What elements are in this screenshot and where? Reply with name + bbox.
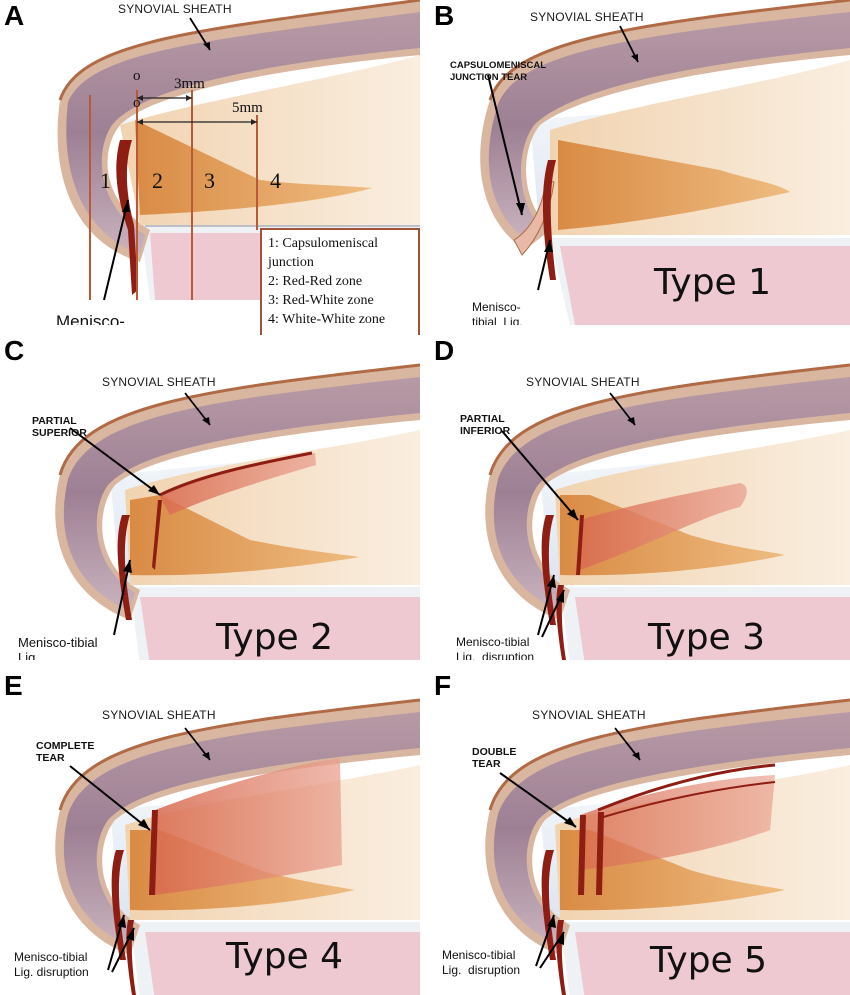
ligament-label: Menisco-tibial Lig. disruption (442, 948, 521, 977)
panel-f-illustration (485, 698, 850, 995)
ligament-label: Menisco-tibial Lig. disruption (456, 635, 535, 660)
zone-3-label: 3 (204, 168, 215, 193)
type-label: Type 3 (648, 617, 766, 658)
panel-letter: A (4, 0, 25, 31)
menisco-tibial-ligament (116, 140, 138, 295)
legend-item-1: 1: Capsulomeniscal (268, 236, 379, 251)
panel-b: B SYNOVIAL SHEATH CAPSULOMENISCAL JUNCTI… (430, 0, 850, 325)
type-label: Type 1 (654, 262, 772, 303)
zone-legend: 1: Capsulomeniscal junction 2: Red-Red z… (260, 228, 420, 344)
type-label: Type 4 (226, 936, 344, 977)
synovial-sheath-label: SYNOVIAL SHEATH (532, 708, 646, 722)
panel-b-illustration (480, 0, 850, 325)
tear-label: CAPSULOMENISCAL JUNCTION TEAR (450, 60, 547, 83)
synovial-sheath-label: SYNOVIAL SHEATH (530, 10, 644, 24)
capsule-synovial-sheath (57, 0, 420, 262)
legend-item-3: 3: Red-White zone (268, 293, 374, 308)
zone-2-label: 2 (152, 168, 163, 193)
type-label: Type 2 (216, 617, 334, 658)
tear-label: DOUBLE TEAR (472, 746, 517, 770)
panel-letter: D (434, 335, 455, 366)
dim-origin-1: o (133, 68, 141, 84)
synovial-sheath-label: SYNOVIAL SHEATH (118, 2, 232, 16)
dim-5mm: 5mm (232, 100, 263, 116)
panel-letter: E (4, 670, 23, 701)
panel-d: D SYNOVIAL SHEATH PARTIAL INFERIOR Menis… (430, 335, 850, 660)
ligament-label: Menisco-tibial Lig. (18, 635, 98, 660)
zone-4-label: 4 (270, 168, 281, 193)
synovial-sheath-label: SYNOVIAL SHEATH (102, 708, 216, 722)
ligament-label: Menisco- tibial Lig. (472, 300, 523, 325)
legend-item-2: 2: Red-Red zone (268, 274, 363, 289)
panel-c: C SYNOVIAL SHEATH PARTIAL SUPERIOR Menis… (0, 335, 420, 660)
ligament-label: Menisco-tibial Lig. disruption (14, 950, 89, 979)
tear-label: COMPLETE TEAR (36, 740, 95, 764)
legend-item-4: 4: White-White zone (268, 312, 386, 327)
panel-e: E SYNOVIAL SHEATH COMPLETE TEAR Menisco-… (0, 670, 420, 995)
panel-d-illustration (485, 363, 850, 660)
dim-origin-2: o (133, 95, 141, 111)
tear-label: PARTIAL SUPERIOR (32, 415, 87, 439)
synovial-sheath-label: SYNOVIAL SHEATH (526, 375, 640, 389)
panel-letter: F (434, 670, 452, 701)
panel-c-illustration (55, 363, 420, 660)
panel-letter: C (4, 335, 25, 366)
tear-label: PARTIAL INFERIOR (460, 413, 511, 437)
ligament-label: Menisco- tibial Lig. (56, 312, 125, 325)
dim-3mm: 3mm (174, 76, 205, 92)
panel-letter: B (434, 0, 455, 31)
panel-f: F SYNOVIAL SHEATH DOUBLE TEAR Menisco-ti… (430, 670, 850, 995)
type-label: Type 5 (650, 940, 768, 981)
legend-item-1-cont: junction (268, 255, 314, 270)
meniscus (120, 55, 420, 225)
zone-1-label: 1 (100, 168, 111, 193)
synovial-sheath-label: SYNOVIAL SHEATH (102, 375, 216, 389)
panel-e-illustration (55, 698, 420, 995)
